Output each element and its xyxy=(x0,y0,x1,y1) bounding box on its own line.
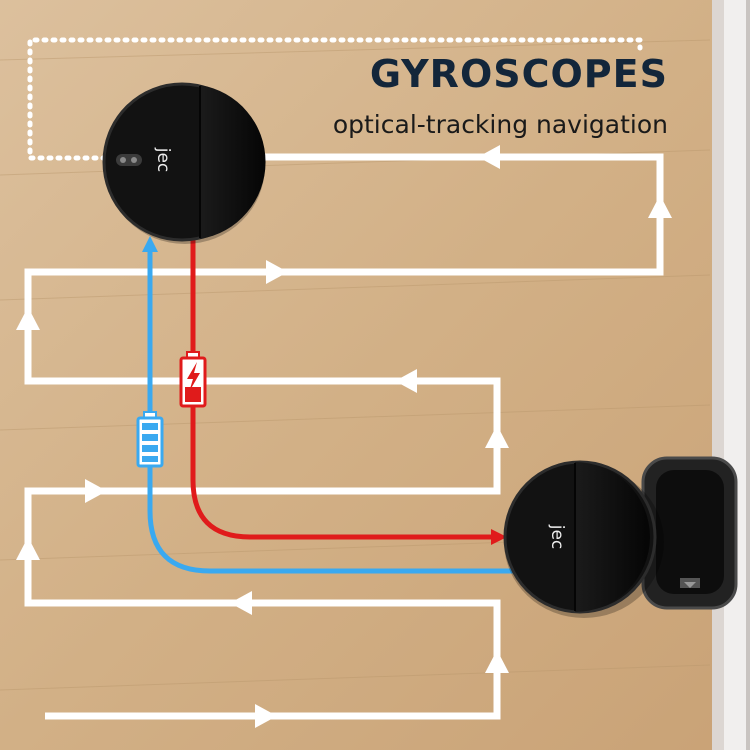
robot-vacuum-top: jec xyxy=(104,84,266,244)
brand-logo: jec xyxy=(153,147,173,173)
battery-full-icon xyxy=(138,412,162,466)
battery-charging-icon xyxy=(181,352,205,406)
page-subtitle: optical-tracking navigation xyxy=(333,110,668,139)
brand-logo: jec xyxy=(547,524,567,550)
page-title: GYROSCOPES xyxy=(370,52,668,96)
sensor-window xyxy=(116,154,142,166)
wall xyxy=(712,0,750,750)
